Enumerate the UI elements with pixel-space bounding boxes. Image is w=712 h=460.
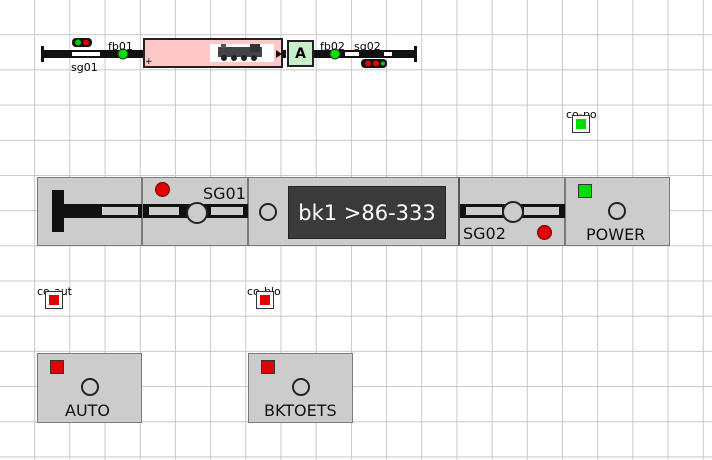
bktoets-panel-label: BKTOETS <box>264 401 337 420</box>
block-panel-knob[interactable] <box>259 203 277 221</box>
signal-sg01-icon[interactable] <box>72 38 92 47</box>
fb02-sensor-icon[interactable] <box>329 48 341 60</box>
auto-panel-label: AUTO <box>65 401 111 420</box>
block-a-button[interactable]: A <box>287 40 314 67</box>
bktoets-knob[interactable] <box>292 378 310 396</box>
sg01-panel-label: SG01 <box>203 184 246 203</box>
power-indicator <box>578 184 592 198</box>
bktoets-output-toggle[interactable] <box>256 291 274 309</box>
sg01-state-led <box>155 182 170 197</box>
bktoets-output-indicator <box>260 295 270 305</box>
rail-right <box>314 50 416 58</box>
left-bumper <box>41 46 44 62</box>
fb01-label: fb01 <box>108 40 133 53</box>
bktoets-panel[interactable]: BKTOETS <box>248 353 353 423</box>
rail-left-segment <box>72 52 100 56</box>
power-knob[interactable] <box>608 202 626 220</box>
locomotive-icon <box>218 44 262 61</box>
sg02-panel-label: SG02 <box>463 224 506 243</box>
bktoets-indicator <box>261 360 275 374</box>
right-bumper <box>414 46 417 62</box>
auto-output-indicator <box>49 295 59 305</box>
fb02-label: fb02 <box>320 40 345 53</box>
block-arrow-icon <box>276 50 282 58</box>
sg01-panel[interactable]: SG01 <box>142 177 249 246</box>
buffer-stop-panel[interactable] <box>37 177 143 246</box>
power-panel-label: POWER <box>586 225 646 244</box>
sg02-panel[interactable]: SG02 <box>458 177 567 246</box>
auto-panel[interactable]: AUTO <box>37 353 142 423</box>
buffer-stop-icon <box>52 190 143 232</box>
sg02-state-led <box>537 225 552 240</box>
track-svg: + <box>41 38 417 68</box>
sg01-knob[interactable] <box>186 202 208 224</box>
block-panel[interactable]: bk1 >86-333 <box>248 177 459 246</box>
signal-sg02-icon[interactable] <box>361 59 387 68</box>
fb01-sensor-icon[interactable] <box>117 48 129 60</box>
power-panel[interactable]: POWER <box>565 177 670 246</box>
auto-indicator <box>50 360 64 374</box>
power-output-indicator <box>576 119 586 129</box>
auto-output-toggle[interactable] <box>45 291 63 309</box>
signal-sg01-label: sg01 <box>71 61 98 74</box>
svg-text:+: + <box>145 57 153 67</box>
auto-knob[interactable] <box>81 378 99 396</box>
block-display: bk1 >86-333 <box>288 186 446 239</box>
signal-sg02-label: sg02 <box>354 40 381 53</box>
power-output-toggle[interactable] <box>572 115 590 133</box>
sg02-knob[interactable] <box>502 201 524 223</box>
